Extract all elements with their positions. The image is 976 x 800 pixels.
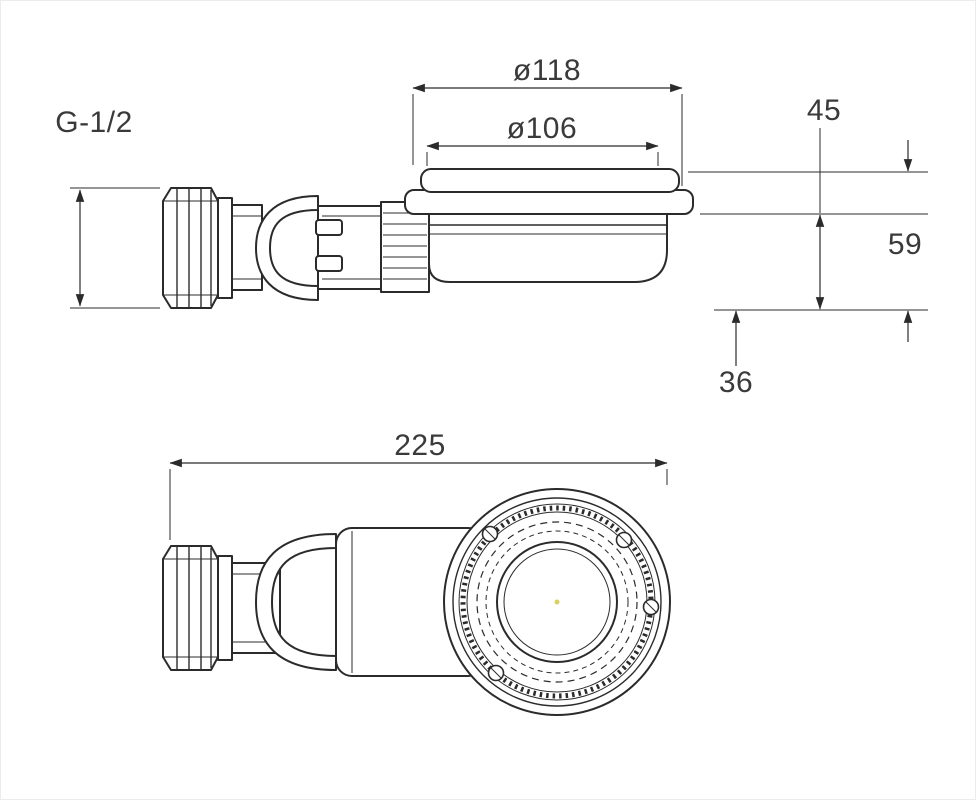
- screw-e: [642, 598, 660, 616]
- dimension-label-outer-diameter: ø118: [513, 54, 581, 87]
- compression-nut-top: [162, 545, 219, 671]
- quick-release-clip: [255, 195, 319, 301]
- thread-ribs: [383, 212, 427, 280]
- screw-ne: [615, 531, 633, 549]
- screw-nw: [481, 525, 499, 543]
- top-view-dimensions: 225: [169, 429, 668, 540]
- center-mark: [554, 599, 560, 605]
- threaded-coupling: [380, 201, 430, 293]
- pipe-segment: [317, 205, 382, 290]
- dimension-label-height-total: 59: [888, 228, 922, 261]
- side-view-dimensions: ø118 ø106 G-1/2 45 59 36: [55, 54, 928, 399]
- screw-sw: [487, 664, 505, 682]
- dimension-label-overall-width: 225: [394, 429, 446, 462]
- dimension-label-inner-diameter: ø106: [507, 112, 577, 145]
- dimension-label-outlet-offset: 36: [719, 366, 753, 399]
- dimension-label-thread: G-1/2: [55, 106, 133, 139]
- nut-washer-top: [217, 555, 233, 661]
- clip-tab-bottom: [315, 255, 343, 272]
- drain-lid: [420, 168, 680, 193]
- compression-nut: [162, 187, 219, 309]
- side-view: [162, 168, 694, 309]
- dimension-label-height-top: 45: [807, 94, 841, 127]
- trap-body: [428, 213, 668, 283]
- clip-tab-top: [315, 219, 343, 236]
- nut-washer: [217, 197, 233, 299]
- top-view: [162, 488, 671, 716]
- drain-flange: [404, 189, 694, 215]
- quick-release-clip-top: [255, 533, 337, 671]
